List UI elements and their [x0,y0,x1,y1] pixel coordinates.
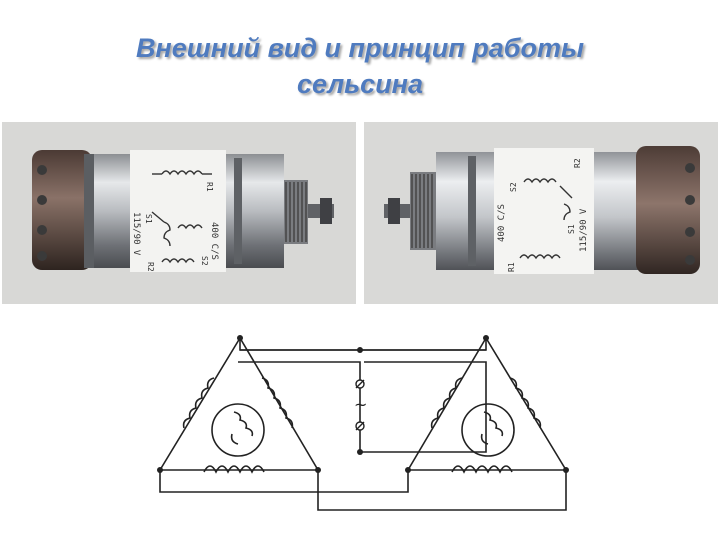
terminal-cap [636,146,700,274]
nameplate [494,148,594,274]
left-triangle-right-side [239,337,319,471]
left-winding-left [182,377,215,429]
label-s2: S2 [200,256,209,266]
label-voltage: 115/90 V [579,208,589,252]
terminal-screws [37,165,47,261]
terminal-screws [685,163,695,265]
ac-supply [355,379,365,431]
label-s1: S1 [144,214,153,224]
right-triangle-right-side [485,337,567,471]
wire-base-right [317,470,567,511]
selsyn-circuit-diagram: ~ [150,322,580,522]
right-winding-bottom [451,465,513,474]
selsyn-photo-right: 400 C/S S2 S1 115/90 V R1 R2 [364,122,718,304]
left-rotor [211,403,265,457]
label-r2: R2 [573,158,582,168]
right-triangle-left-side [407,337,487,471]
label-voltage: 115/90 V [131,212,141,256]
slide-title: Внешний вид и принцип работы сельсина [0,30,720,102]
label-frequency: 400 C/S [497,204,507,242]
left-winding-bottom [203,465,265,474]
terminal-cap [32,150,92,270]
left-triangle-left-side [159,337,241,471]
label-s2: S2 [509,182,518,192]
right-rotor [461,403,515,457]
wire-base-left [159,470,409,493]
ac-symbol: ~ [354,395,367,414]
label-frequency: 400 C/S [209,222,219,260]
right-winding-right [509,377,542,429]
right-winding-left [430,377,463,429]
left-winding-right [261,377,294,429]
selsyn-photo-left: R1 400 C/S S2 S1 115/90 V R2 [2,122,356,304]
title-line-2: сельсина [296,69,424,99]
title-line-1: Внешний вид и принцип работы [135,33,585,63]
wire-top [239,338,487,351]
label-s1: S1 [567,224,576,234]
label-r2: R2 [146,262,155,272]
label-r1: R1 [507,262,516,272]
nameplate [130,150,226,272]
label-r1: R1 [205,182,214,192]
